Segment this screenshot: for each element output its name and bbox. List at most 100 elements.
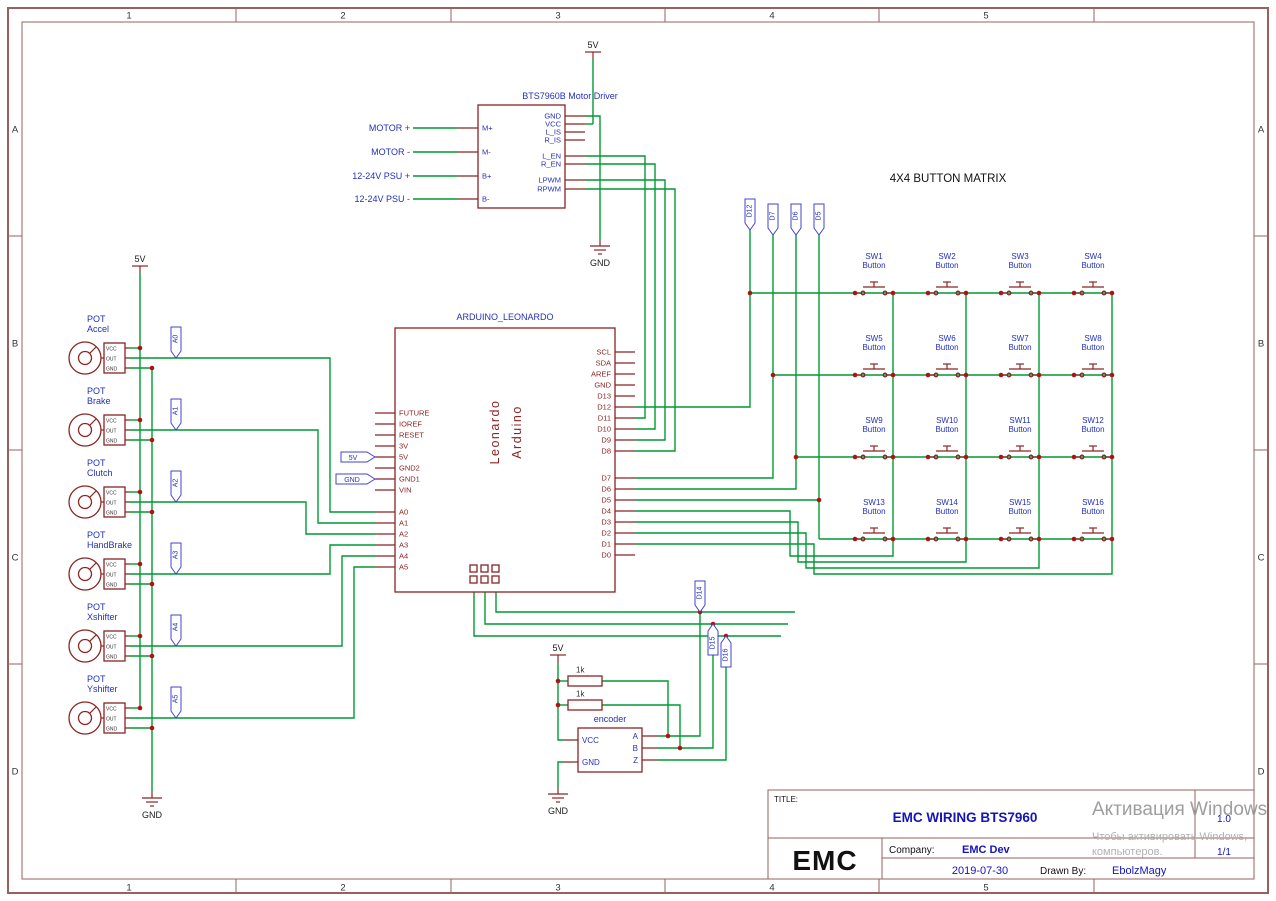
- switch-sw12[interactable]: [1071, 424, 1115, 460]
- pin-label: D6: [601, 485, 611, 494]
- frame-col-label: 2: [340, 11, 345, 22]
- pin-label: Z: [633, 756, 638, 765]
- button-matrix[interactable]: 4X4 BUTTON MATRIX D12 D7 D6 D5 SW1 SW2 S…: [744, 173, 1115, 542]
- pin-label: GND2: [399, 464, 420, 473]
- pin-label: R_EN: [541, 160, 561, 169]
- junction-dot: [793, 454, 799, 460]
- pin-label: A4: [399, 552, 408, 561]
- junction-dot: [149, 653, 155, 659]
- pot-accel[interactable]: [68, 313, 130, 375]
- pin-label: A2: [399, 530, 408, 539]
- title-block[interactable]: TITLE: EMC WIRING BTS7960 1.0 EMC Compan…: [767, 789, 1255, 880]
- power-5v-symbol[interactable]: [131, 253, 149, 275]
- pin-label: R_IS: [544, 136, 561, 145]
- pot-clutch[interactable]: [68, 457, 130, 519]
- pot-xshifter[interactable]: [68, 601, 130, 663]
- pin-label: GND: [582, 758, 600, 767]
- resistor-value: 1k: [576, 666, 585, 675]
- version: 1.0: [1217, 814, 1231, 825]
- pin-label: B: [633, 744, 638, 753]
- resistor-value: 1k: [576, 690, 585, 699]
- resistor-r2[interactable]: 1k: [567, 690, 603, 711]
- date: 2019-07-30: [952, 865, 1008, 877]
- pot-handbrake[interactable]: [68, 529, 130, 591]
- wire: [585, 179, 666, 441]
- switch-sw2[interactable]: [925, 260, 969, 296]
- pin-label: D5: [601, 496, 611, 505]
- watermark-line2: Чтобы активировать Windows,: [1092, 831, 1247, 843]
- switch-sw11[interactable]: [998, 424, 1042, 460]
- motor-driver-title: BTS7960B Motor Driver: [522, 91, 618, 101]
- pin-label: D12: [597, 403, 611, 412]
- net-flag-d7-label: D7: [770, 211, 777, 220]
- switch-sw1[interactable]: [852, 260, 896, 296]
- pin-label: SDA: [596, 359, 611, 368]
- pin-label: D4: [601, 507, 611, 516]
- switch-sw3[interactable]: [998, 260, 1042, 296]
- wires[interactable]: [129, 60, 1113, 792]
- ground-symbol[interactable]: [547, 787, 570, 817]
- junction-dot: [555, 702, 561, 708]
- logo: EMC: [792, 845, 857, 876]
- junction-dot: [137, 345, 143, 351]
- encoder-symbol[interactable]: encoder VCC GND A B Z: [563, 714, 657, 773]
- switch-sw7[interactable]: [998, 342, 1042, 378]
- net-flag-a3-label: A3: [173, 551, 180, 560]
- pin-label: A1: [399, 519, 408, 528]
- switch-sw15[interactable]: [998, 506, 1042, 542]
- pot-brake[interactable]: [68, 385, 130, 447]
- junction-dot: [137, 417, 143, 423]
- frame-row-label: B: [12, 339, 18, 350]
- switch-sw9[interactable]: [852, 424, 896, 460]
- arduino-leonardo-symbol[interactable]: ARDUINO_LEONARDO Leonardo Arduino FUTURE…: [335, 312, 635, 593]
- wire: [602, 704, 681, 748]
- net-flag-a1-label: A1: [173, 407, 180, 416]
- junction-dot: [137, 705, 143, 711]
- pin-label: FUTURE: [399, 409, 429, 418]
- pin-label: B+: [482, 172, 492, 181]
- junction-dot: [137, 561, 143, 567]
- wire: [585, 155, 646, 419]
- wire: [129, 429, 375, 524]
- wire: [635, 293, 894, 557]
- encoder-circuit[interactable]: 1k 1k encoder VCC GND A B Z D14 D15 D16: [547, 580, 732, 817]
- net-flag-a5-label: A5: [173, 695, 180, 704]
- switch-sw16[interactable]: [1071, 506, 1115, 542]
- potentiometers[interactable]: Accel Brake Clutch HandBrake Xshifter Ys…: [68, 253, 164, 821]
- power-5v-symbol[interactable]: [549, 642, 567, 664]
- analog-net-flags[interactable]: A0 A1 A2 A3 A4 A5: [170, 326, 182, 719]
- sheet-number: 1/1: [1217, 847, 1231, 858]
- junction-dot: [555, 678, 561, 684]
- wire: [495, 583, 795, 613]
- pin-label: RPWM: [537, 185, 561, 194]
- frame-row-label: D: [1258, 767, 1265, 778]
- switch-sw4[interactable]: [1071, 260, 1115, 296]
- resistor-r1[interactable]: 1k: [567, 666, 603, 687]
- drawn-by-name: EbolzMagy: [1112, 865, 1167, 877]
- watermark-line3: компьютеров.: [1092, 846, 1162, 858]
- net-flag-d12-label: D12: [747, 204, 754, 217]
- pin-label: 3V: [399, 442, 408, 451]
- switch-sw8[interactable]: [1071, 342, 1115, 378]
- wire: [129, 555, 375, 647]
- ground-symbol[interactable]: [141, 791, 164, 821]
- motor-driver-symbol[interactable]: BTS7960B Motor Driver M+ M- B+ B- GND VC…: [352, 39, 618, 269]
- switch-sw6[interactable]: [925, 342, 969, 378]
- junction-dot: [149, 365, 155, 371]
- net-flag-a0-label: A0: [173, 335, 180, 344]
- pin-label: D9: [601, 436, 611, 445]
- switch-sw13[interactable]: [852, 506, 896, 542]
- ground-symbol[interactable]: [589, 239, 612, 269]
- net-flag-5v[interactable]: 5V: [340, 451, 376, 463]
- switch-sw10[interactable]: [925, 424, 969, 460]
- net-flag-gnd[interactable]: GND: [335, 473, 376, 485]
- pot-yshifter[interactable]: [68, 673, 130, 735]
- pin-label: VCC: [545, 120, 561, 129]
- power-5v-symbol[interactable]: [584, 39, 602, 61]
- switch-sw5[interactable]: [852, 342, 896, 378]
- net-label-psu-minus: 12-24V PSU -: [354, 194, 410, 204]
- pin-label: AREF: [591, 370, 611, 379]
- switch-sw14[interactable]: [925, 506, 969, 542]
- wire: [635, 235, 774, 479]
